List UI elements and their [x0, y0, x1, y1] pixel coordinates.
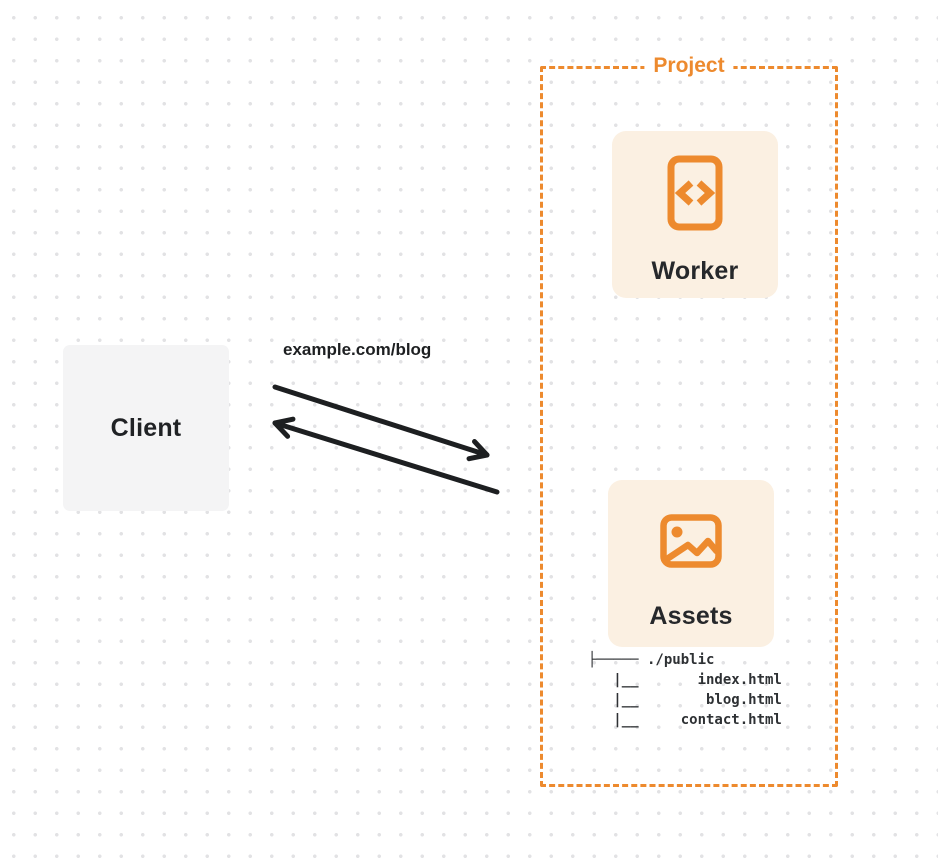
image-icon: [660, 514, 722, 573]
request-response-arrows: [272, 384, 500, 495]
project-label: Project: [644, 54, 734, 78]
file-tree-line: ├───── ./public: [588, 652, 715, 668]
worker-card: Worker: [612, 131, 778, 298]
code-file-icon: [667, 155, 723, 236]
file-tree-line: |__ index.html: [588, 672, 782, 688]
client-label: Client: [110, 413, 182, 442]
project-box: Project Worker Assets: [540, 54, 838, 787]
file-tree-line: |__ blog.html: [588, 692, 782, 708]
request-url-label: example.com/blog: [283, 340, 432, 359]
response-arrow: [272, 416, 500, 495]
client-box: Client: [63, 345, 229, 511]
worker-label: Worker: [651, 257, 739, 285]
file-tree-line: |__ contact.html: [588, 712, 782, 728]
assets-card: Assets: [608, 480, 774, 647]
assets-label: Assets: [649, 602, 733, 630]
assets-file-tree: ├───── ./public |__ index.html |__ blog.…: [588, 650, 782, 730]
request-arrow: [272, 384, 490, 462]
